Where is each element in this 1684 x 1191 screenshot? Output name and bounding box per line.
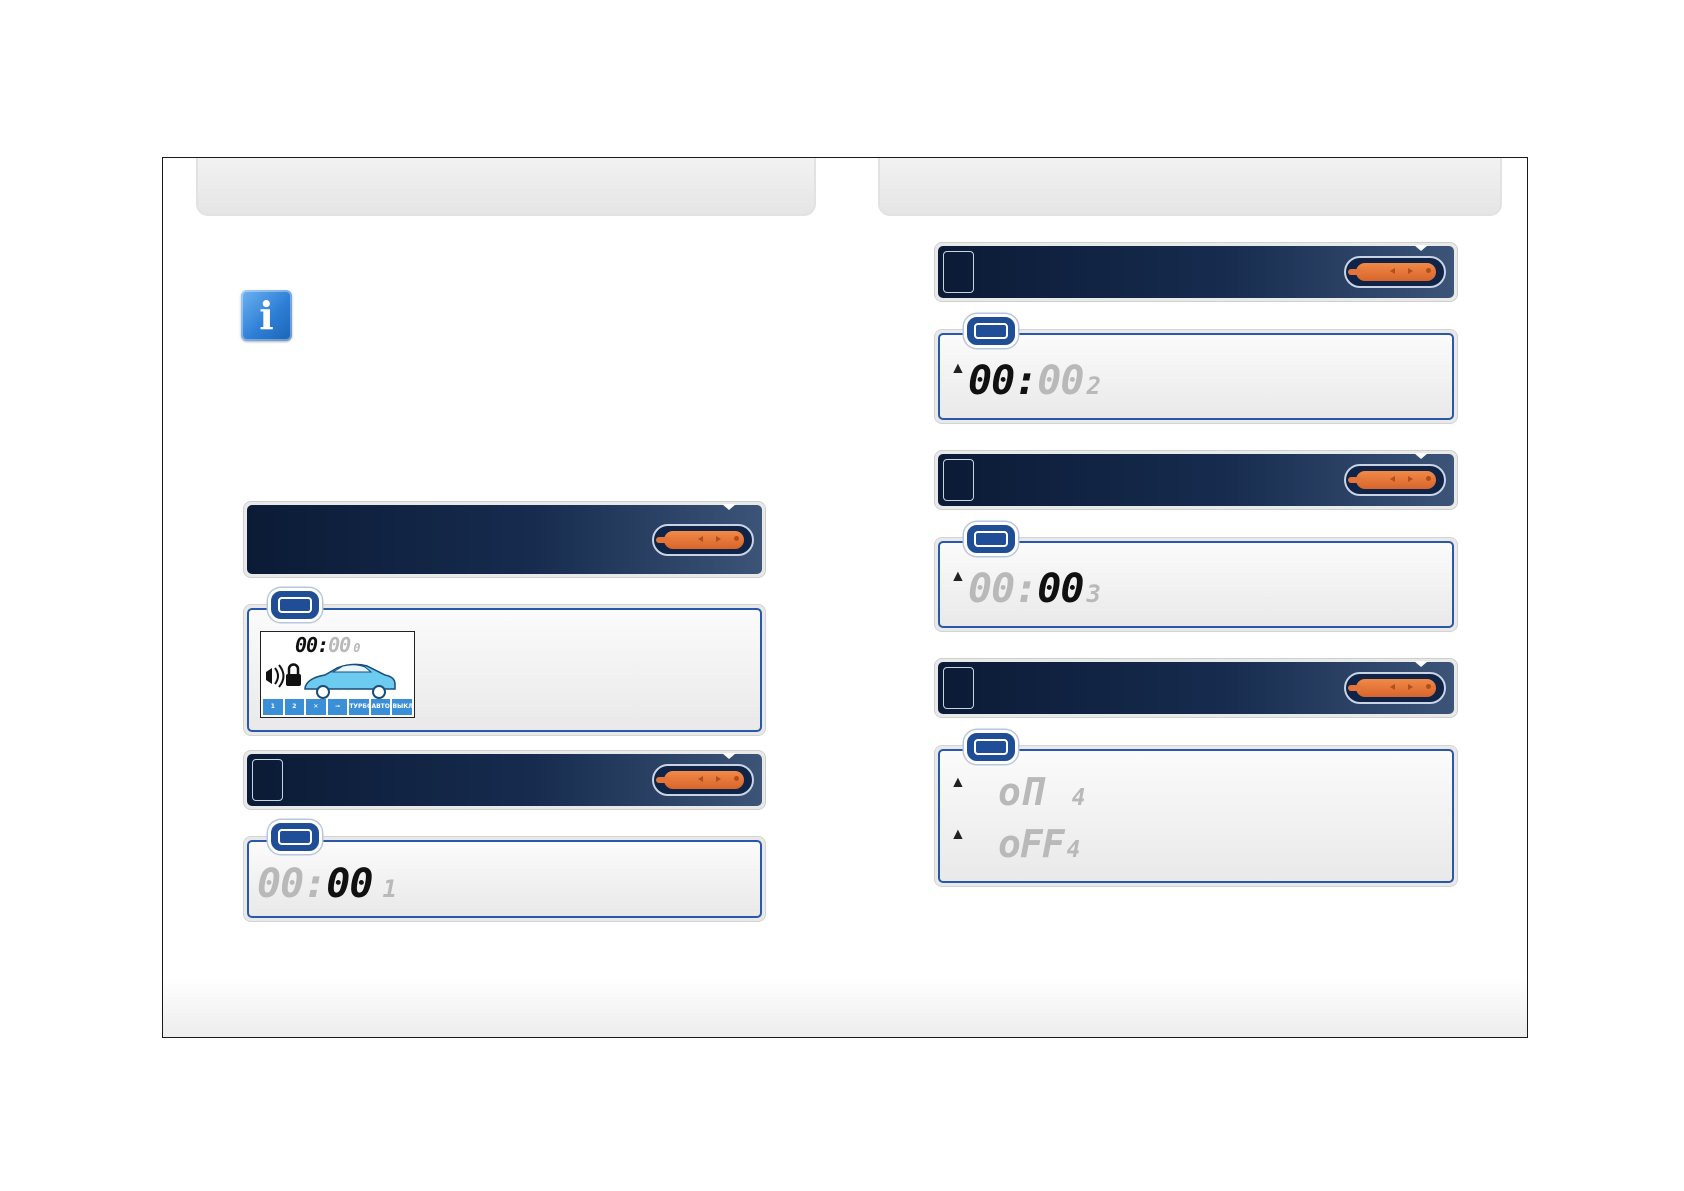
lock-icon [286, 663, 301, 686]
step-number-box [943, 459, 974, 501]
info-icon: i [241, 290, 292, 341]
press-arrow-icon [722, 504, 736, 510]
remote-lcd-screen: 00:000 1 2 ✕ ⊸ ТУРБО АВТО ВЫКЛ [260, 631, 415, 718]
press-arrow-icon [1414, 245, 1428, 251]
left-page-header [196, 158, 816, 216]
step2-bar [935, 243, 1457, 301]
display-key-icon [268, 588, 322, 622]
alarm-bell-icon: ▲ [950, 826, 966, 843]
alarm-bell-icon: ▲ [950, 360, 966, 377]
status-icon-row: 1 2 ✕ ⊸ ТУРБО АВТО ВЫКЛ [263, 699, 413, 715]
alarm-bell-icon: ▲ [950, 568, 966, 585]
display-key-icon [964, 730, 1018, 764]
remote-button-icon [1344, 672, 1446, 704]
step-number-box [943, 251, 974, 293]
press-arrow-icon [1414, 453, 1428, 459]
remote-button-icon [652, 523, 754, 556]
step1-bar [244, 751, 765, 809]
siren-icon [266, 664, 285, 688]
car-icon [266, 663, 396, 699]
step-number-box [252, 759, 283, 801]
alarm-bell-icon: ▲ [950, 774, 966, 791]
press-arrow-icon [722, 753, 736, 759]
display-key-icon [268, 820, 322, 854]
step3-bar [935, 451, 1457, 509]
main-instruction-bar [244, 502, 765, 577]
step4-bar [935, 659, 1457, 717]
press-arrow-icon [1414, 661, 1428, 667]
right-page-header [878, 158, 1502, 216]
remote-button-icon [1344, 256, 1446, 288]
display-key-icon [964, 522, 1018, 556]
step-number-box [943, 667, 974, 709]
remote-button-icon [652, 764, 754, 796]
display-key-icon [964, 314, 1018, 348]
remote-button-icon [1344, 464, 1446, 496]
